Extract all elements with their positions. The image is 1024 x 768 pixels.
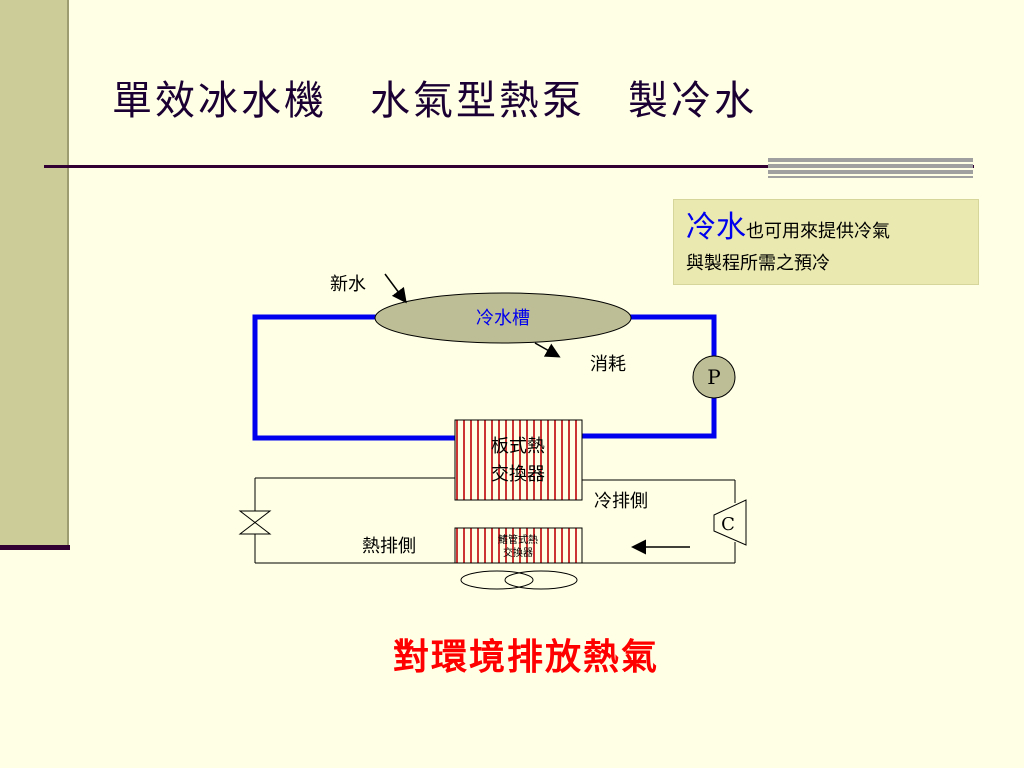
note-line2: 與製程所需之預冷 [686,253,830,274]
note-box: 冷水也可用來提供冷氣 與製程所需之預冷 [673,199,979,285]
finned-hx-label-1: 鰭管式熱 [498,533,538,546]
note-highlight: 冷水 [686,210,746,245]
cold-side-label: 冷排側 [594,491,648,512]
pump-label: P [707,365,720,389]
cold-water-tank [374,292,632,344]
title-rule [44,165,974,168]
slide-title: 單效冰水機 水氣型熱泵 製冷水 [112,78,757,124]
chilled-water-loop [252,314,717,441]
expansion-valve-icon [238,510,272,535]
bottom-caption: 對環境排放熱氣 [392,636,659,678]
tank-label: 冷水槽 [476,308,530,329]
note-line1: 也可用來提供冷氣 [746,221,890,242]
plate-hx-label-1: 板式熱 [491,436,545,457]
new-water-label: 新水 [330,274,366,295]
pump-icon [692,355,736,399]
compressor-label: C [721,514,735,535]
left-decor-line [0,545,70,550]
hot-side-label: 熱排側 [362,536,416,557]
finned-heat-exchanger [454,527,583,564]
consumption-arrow [534,342,561,358]
consumption-label: 消耗 [590,354,626,375]
left-decor-bar [0,0,69,548]
fan-icon [460,570,578,590]
compressor-icon [713,499,747,546]
new-water-arrow [384,273,407,304]
title-rule-accent [768,158,973,178]
refrigerant-loop [254,477,736,564]
plate-hx-label-2: 交換器 [491,464,545,485]
finned-hx-label-2: 交換器 [503,546,533,559]
plate-heat-exchanger [454,419,583,501]
